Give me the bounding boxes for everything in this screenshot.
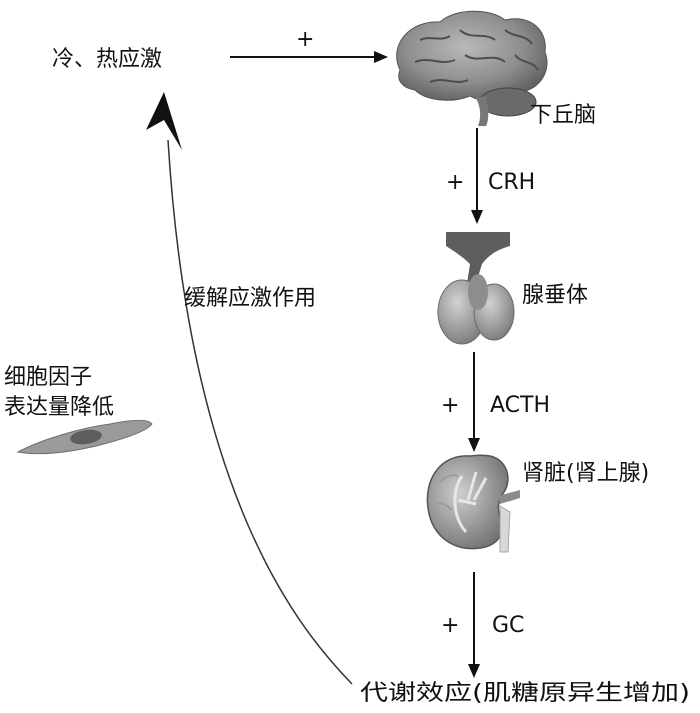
stimulus-label: 冷、热应激	[52, 47, 162, 72]
crh-label: CRH	[488, 170, 535, 195]
pituitary-label: 腺垂体	[522, 283, 588, 308]
feedback-arrowhead	[146, 92, 182, 150]
metabolic-effect-label: 代谢效应(肌糖原异生增加)	[360, 681, 690, 706]
acth-plus-sign: +	[441, 393, 459, 418]
pituitary-gland-icon	[437, 232, 515, 345]
hypothalamus-label: 下丘脑	[530, 103, 596, 128]
arrow-pituitary-to-adrenal	[468, 352, 480, 452]
acth-label: ACTH	[490, 393, 550, 418]
cytokine-label-line1: 细胞因子	[4, 365, 92, 390]
adrenal-label: 肾脏(肾上腺)	[522, 461, 649, 486]
cytokine-label-line2: 表达量降低	[4, 395, 114, 420]
feedback-label: 缓解应激作用	[184, 286, 316, 311]
cell-icon	[16, 419, 153, 455]
gc-plus-sign: +	[441, 613, 459, 638]
crh-plus-sign: +	[446, 170, 464, 195]
arrow-hypothalamus-to-pituitary	[471, 128, 483, 224]
kidney-icon	[426, 454, 520, 553]
arrow-adrenal-to-metabolic	[468, 572, 480, 678]
feedback-arrow	[146, 92, 353, 685]
stimulus-plus-sign: +	[296, 27, 314, 52]
brain-icon	[396, 10, 548, 126]
gc-label: GC	[492, 613, 524, 638]
arrow-stimulus-to-hypothalamus	[230, 51, 388, 63]
